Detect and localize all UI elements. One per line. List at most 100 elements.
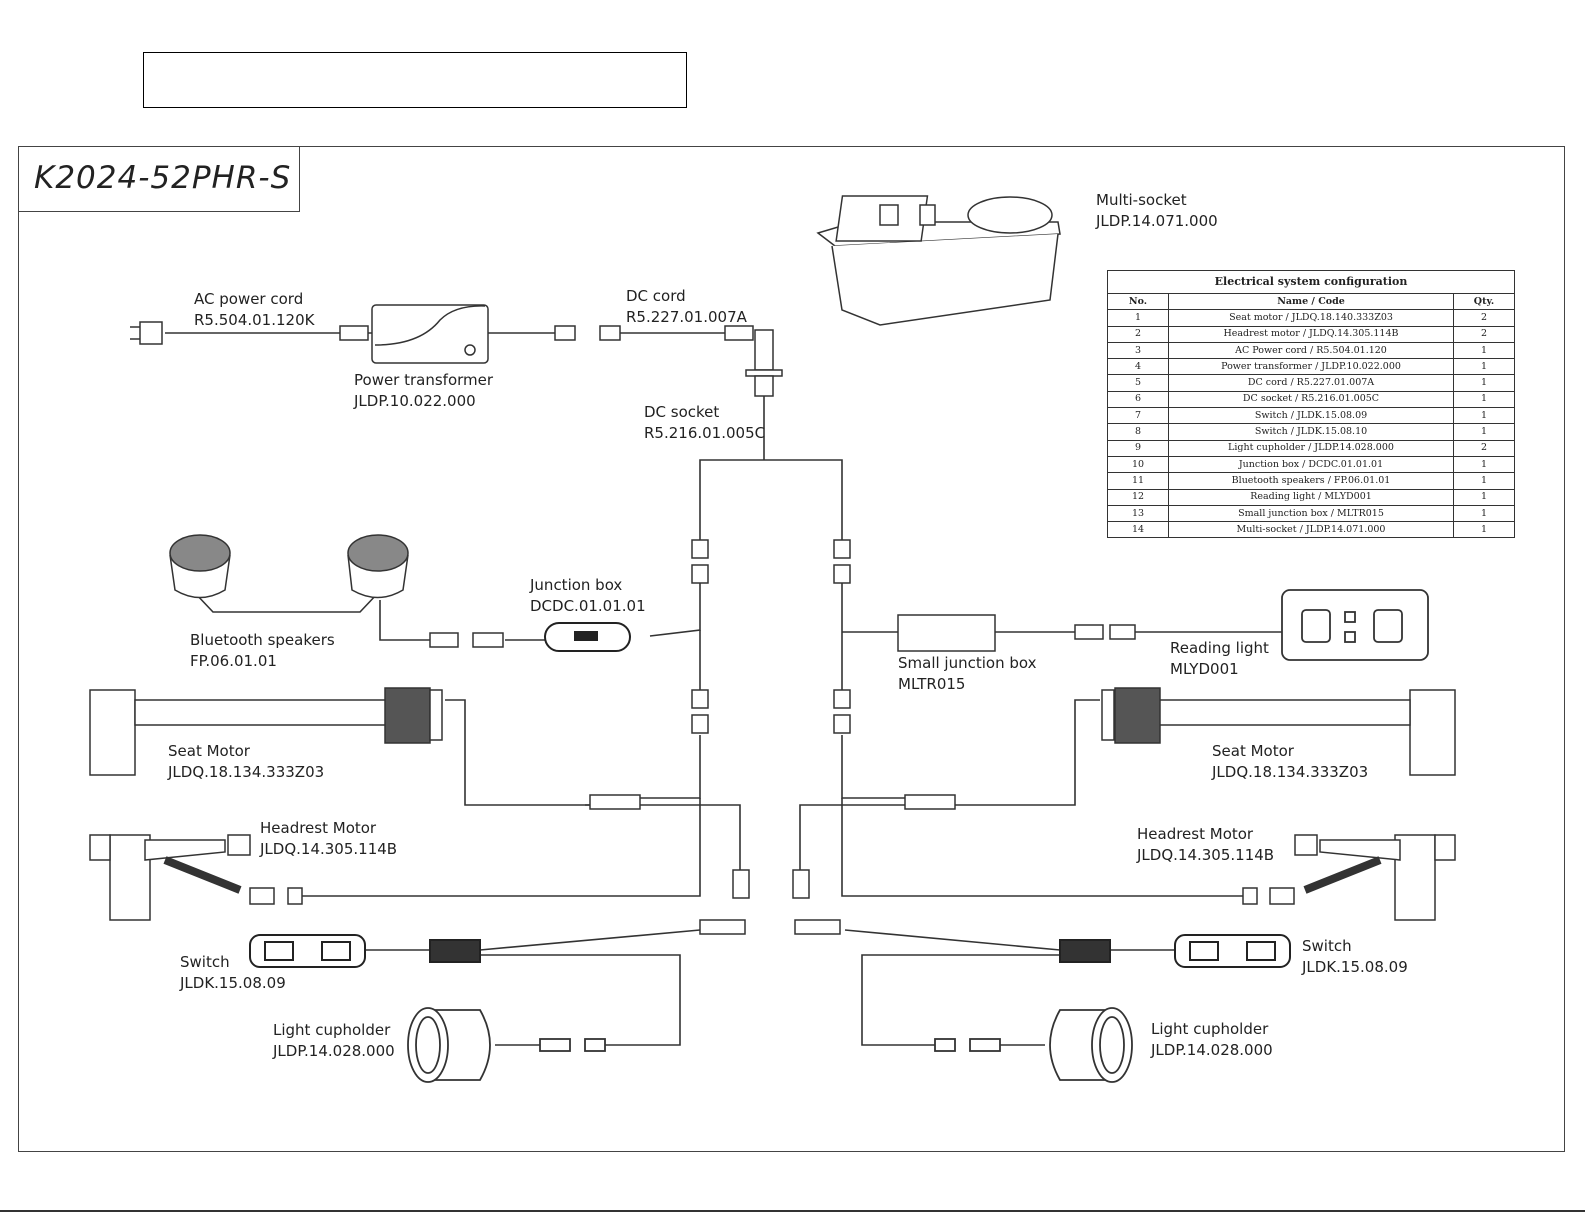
config-cell-qty: 1 xyxy=(1453,374,1515,392)
reading-light-icon xyxy=(1281,589,1429,661)
seat-motor-left-icon xyxy=(89,687,443,776)
small-junction-box-icon xyxy=(897,614,1136,652)
config-cell-name: Reading light / MLYD001 xyxy=(1168,488,1454,506)
config-cell-qty: 2 xyxy=(1453,325,1515,343)
config-cell-no: 9 xyxy=(1107,439,1169,457)
column-connectors-icon xyxy=(589,539,956,935)
config-cell-name: Switch / JLDK.15.08.09 xyxy=(1168,407,1454,425)
ac-plug-icon xyxy=(130,321,369,345)
config-cell-no: 14 xyxy=(1107,521,1169,539)
headrest-motor-right-icon xyxy=(1242,834,1456,921)
config-cell-no: 7 xyxy=(1107,407,1169,425)
left-headrest-wire xyxy=(300,798,701,897)
config-cell-qty: 1 xyxy=(1453,488,1515,506)
config-table: Electrical system configuration No. Name… xyxy=(1107,270,1515,539)
config-cell-qty: 2 xyxy=(1453,439,1515,457)
header-blank-box xyxy=(143,52,687,108)
config-cell-name: Switch / JLDK.15.08.10 xyxy=(1168,423,1454,441)
config-cell-no: 1 xyxy=(1107,309,1169,327)
config-cell-no: 12 xyxy=(1107,488,1169,506)
config-cell-name: Junction box / DCDC.01.01.01 xyxy=(1168,455,1454,474)
config-cell-qty: 1 xyxy=(1453,423,1515,441)
diagram-frame xyxy=(18,146,1565,1152)
dc-cord-connector-icon xyxy=(554,325,783,397)
config-cell-no: 6 xyxy=(1107,390,1169,409)
config-cell-no: 2 xyxy=(1107,325,1169,343)
config-cell-name: Multi-socket / JLDP.14.071.000 xyxy=(1168,521,1454,539)
config-cell-name: DC cord / R5.227.01.007A xyxy=(1168,374,1454,392)
config-cell-qty: 2 xyxy=(1453,309,1515,327)
power-transformer-icon xyxy=(371,304,489,364)
config-cell-no: 13 xyxy=(1107,504,1169,523)
seat-motor-right-icon xyxy=(1101,687,1456,776)
model-box xyxy=(18,146,300,212)
config-cell-name: Small junction box / MLTR015 xyxy=(1168,504,1454,523)
config-cell-name: DC socket / R5.216.01.005C xyxy=(1168,390,1454,409)
config-header-qty: Qty. xyxy=(1453,292,1515,311)
config-cell-name: Seat motor / JLDQ.18.140.333Z03 xyxy=(1168,309,1454,327)
config-cell-no: 10 xyxy=(1107,455,1169,474)
config-cell-no: 5 xyxy=(1107,374,1169,392)
bottom-divider xyxy=(0,1210,1585,1212)
config-cell-no: 11 xyxy=(1107,472,1169,490)
config-cell-no: 4 xyxy=(1107,358,1169,376)
left-to-junction xyxy=(649,580,701,637)
config-table-title: Electrical system configuration xyxy=(1107,270,1515,294)
cupholder-right-icon xyxy=(934,1007,1133,1083)
headrest-motor-left-icon xyxy=(89,834,303,921)
config-cell-name: AC Power cord / R5.504.01.120 xyxy=(1168,341,1454,360)
model-title: K2024-52PHR-S xyxy=(34,160,292,196)
config-cell-no: 3 xyxy=(1107,341,1169,360)
trunk-right xyxy=(764,459,843,540)
trunk-left xyxy=(699,459,764,540)
config-cell-qty: 1 xyxy=(1453,341,1515,360)
config-cell-qty: 1 xyxy=(1453,390,1515,409)
config-cell-name: Power transformer / JLDP.10.022.000 xyxy=(1168,358,1454,376)
switch-left-icon xyxy=(249,934,481,968)
config-cell-qty: 1 xyxy=(1453,504,1515,523)
config-cell-name: Bluetooth speakers / FP.06.01.01 xyxy=(1168,472,1454,490)
config-cell-qty: 1 xyxy=(1453,455,1515,474)
config-header-no: No. xyxy=(1107,292,1169,311)
config-cell-no: 8 xyxy=(1107,423,1169,441)
config-header-name: Name / Code xyxy=(1168,292,1454,311)
config-cell-name: Headrest motor / JLDQ.14.305.114B xyxy=(1168,325,1454,343)
switch-right-icon xyxy=(1059,934,1291,968)
bluetooth-speaker-icon xyxy=(169,534,504,648)
config-cell-qty: 1 xyxy=(1453,472,1515,490)
cupholder-left-icon xyxy=(407,1007,606,1083)
config-cell-qty: 1 xyxy=(1453,521,1515,539)
junction-box-icon xyxy=(544,622,631,652)
config-cell-qty: 1 xyxy=(1453,358,1515,376)
config-cell-qty: 1 xyxy=(1453,407,1515,425)
